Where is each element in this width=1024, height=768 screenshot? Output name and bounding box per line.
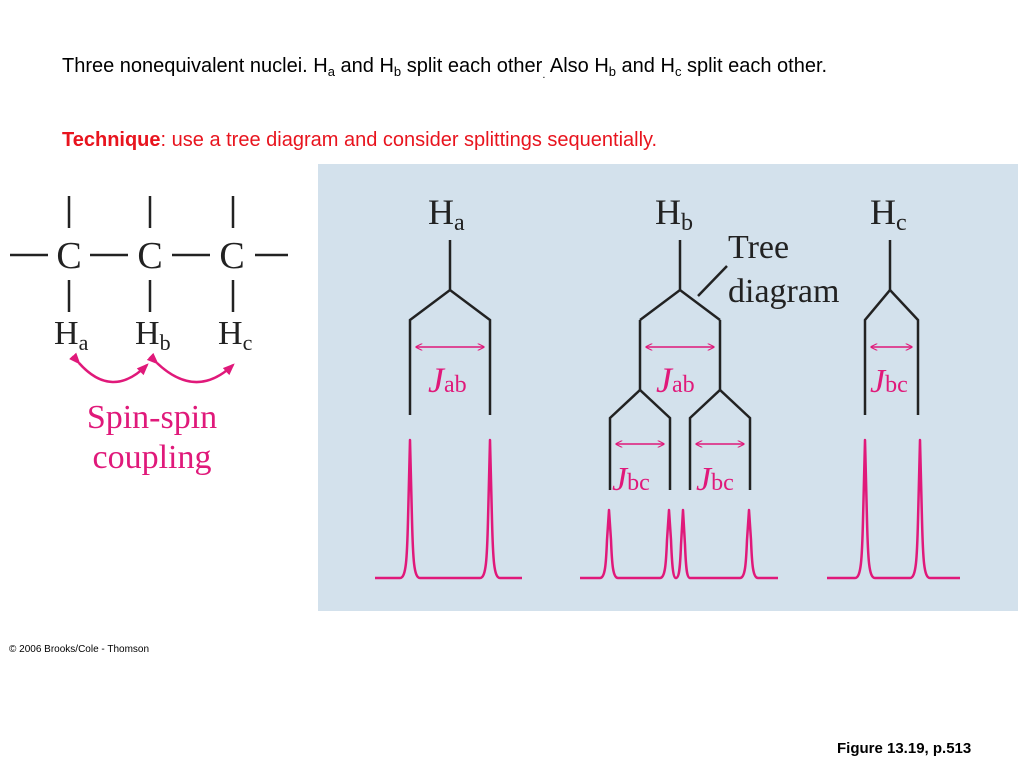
jab-label-hb: Jab [656,360,695,400]
coupling-arrow-ab [69,352,149,384]
carbon-2: C [137,235,162,277]
technique-line: Technique: use a tree diagram and consid… [62,126,657,154]
tree-label-pointer [697,265,728,297]
tree-label-line2: diagram [728,273,839,310]
header-ha: Ha [428,192,465,236]
spectrum-hc [827,438,960,580]
spectrum-hb [580,508,778,580]
technique-label: Technique [62,129,161,151]
tree-hc [863,240,920,415]
figure-reference: Figure 13.19, p.513 [837,740,972,757]
tree-hb [608,240,752,490]
tree-ha [408,240,492,415]
tree-label-line1: Tree [728,229,789,266]
carbon-3: C [219,235,244,277]
molecule-structure [10,196,288,312]
jbc-label-hc: Jbc [870,363,908,400]
coupling-arrow-bc [146,352,235,384]
hydrogen-b: Hb [135,315,171,355]
coupling-label-line2: coupling [93,439,212,476]
spectrum-ha [375,438,522,580]
jab-label-ha: Jab [428,360,467,400]
header-hc: Hc [870,192,907,236]
tree-diagrams [408,240,920,490]
jbc-label-hb-right: Jbc [696,461,734,498]
hydrogen-a: Ha [54,315,89,355]
carbon-1: C [56,235,81,277]
copyright-notice: © 2006 Brooks/Cole - Thomson [9,644,150,655]
hydrogen-c: Hc [218,315,253,355]
jbc-label-hb-left: Jbc [612,461,650,498]
header-hb: Hb [655,192,693,236]
coupling-arrows [69,352,235,384]
technique-description: : use a tree diagram and consider splitt… [160,129,658,151]
intro-text: Three nonequivalent nuclei. Ha and Hb sp… [62,55,828,81]
coupling-label-line1: Spin-spin [87,399,217,436]
